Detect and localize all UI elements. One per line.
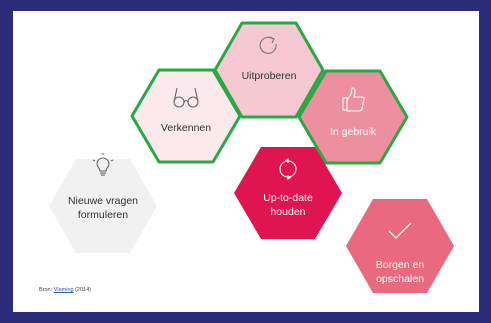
lightbulb-icon [92,153,114,176]
hexagon-label-line2: opschalen [376,273,424,285]
hexagon-nieuwe-vragen: Nieuwe vragen formuleren [49,153,157,253]
hexagon-in-gebruik: In gebruik [297,69,409,165]
hexagon-label-line1: Uitproberen [242,70,297,82]
hexagon-label-line1: Borgen en [376,259,425,271]
hexagon-diagram: Nieuwe vragen formuleren Verkennen Uitpr… [49,21,454,293]
refresh-icon [259,36,277,54]
glasses-icon [173,87,199,108]
hexagon-label-line2: houden [270,206,305,218]
source-link[interactable]: Vlaming [53,287,74,293]
hexagon-uitproberen: Uitproberen [213,21,325,119]
hexagon-label-line1: Up-to-date [263,192,313,204]
hexagon-label-line1: In gebruik [330,126,377,138]
hexagon-up-to-date: Up-to-date houden [234,147,342,239]
checkmark-icon [388,222,412,239]
hexagon-label-line1: Verkennen [161,122,211,134]
hexagon-label-line1: Nieuwe vragen [68,195,138,207]
source-suffix: (2014) [75,287,91,293]
cycle-icon [279,157,297,181]
source-citation: Bron: Vlaming (2014) [39,287,91,293]
thumbs-up-icon [342,87,365,112]
source-prefix: Bron: [39,287,53,293]
hexagon-verkennen: Verkennen [130,68,242,164]
slide: Nieuwe vragen formuleren Verkennen Uitpr… [13,11,479,312]
hexagon-label-line2: formuleren [78,209,128,221]
hexagon-borgen: Borgen en opschalen [346,199,454,293]
